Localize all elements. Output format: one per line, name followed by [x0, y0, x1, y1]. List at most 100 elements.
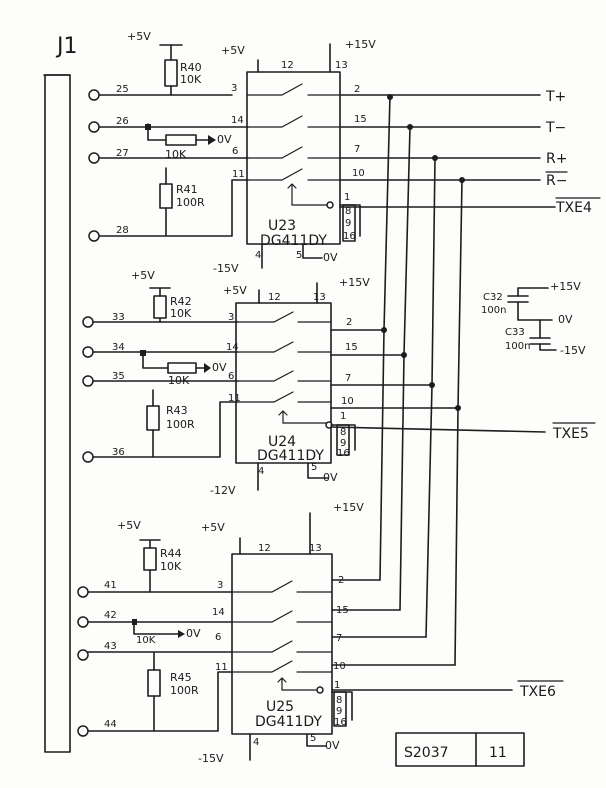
title-block: S2037 11	[395, 732, 525, 767]
chip-pin: 5	[296, 250, 302, 261]
resistor-ref: R42	[170, 295, 192, 308]
j1-pin-label: 26	[116, 116, 129, 127]
chip-pin: 3	[217, 580, 223, 591]
chip-pin: 14	[231, 115, 244, 126]
resistor-value: 10K	[136, 635, 156, 646]
j1-pin-label: 41	[104, 580, 117, 591]
chip-pin: 6	[215, 632, 221, 643]
chip-pin: 3	[231, 83, 237, 94]
resistor-value: 10K	[180, 73, 202, 86]
chip-pin: 12	[258, 543, 271, 554]
chip-pin: 7	[345, 373, 351, 384]
signal-label: R+	[546, 151, 567, 167]
sheet-number: 11	[489, 745, 507, 761]
connector-j1: J1 25 26 27 28 33 34 35 36 41 42 43 44	[43, 34, 129, 753]
resistor-value: 10K	[160, 560, 182, 573]
chip-pin: 11	[215, 662, 228, 673]
supply-label: 0V	[217, 133, 232, 146]
j1-pin-label: 33	[112, 312, 125, 323]
supply-label: +5V	[117, 519, 141, 532]
chip-pin: 10	[333, 661, 346, 672]
supply-label: +15V	[339, 276, 370, 289]
chip-pin: 1	[344, 192, 350, 203]
resistor-ref: R44	[160, 547, 182, 560]
j1-pin-label: 43	[104, 641, 117, 652]
supply-label: +5V	[221, 44, 245, 57]
cap-ref: C32	[483, 292, 503, 303]
supply-label: 0V	[323, 251, 338, 264]
cap-value: 100n	[505, 341, 530, 352]
chip-pin: 2	[346, 317, 352, 328]
signal-label: T+	[545, 89, 566, 105]
chip-pin: 11	[232, 169, 245, 180]
chip-pin: 7	[336, 633, 342, 644]
chip-pin: 14	[212, 607, 225, 618]
chip-pin: 11	[228, 393, 241, 404]
chip-pin: 5	[311, 462, 317, 473]
chip-pin: 10	[352, 168, 365, 179]
supply-label: +5V	[131, 269, 155, 282]
chip-pin: 14	[226, 342, 239, 353]
chip-pin: 15	[345, 342, 358, 353]
chip-ref: U25	[266, 699, 294, 715]
resistor-ref: R40	[180, 61, 202, 74]
resistor-value: 100R	[170, 684, 199, 697]
j1-pin-label: 34	[112, 342, 125, 353]
connector-label: J1	[55, 34, 78, 59]
chip-pin: 9	[345, 218, 351, 229]
chip-pin: 4	[258, 466, 264, 477]
chip-pin: 7	[354, 144, 360, 155]
drawing-number: S2037	[404, 745, 449, 761]
chip-part: DG411DY	[255, 714, 322, 730]
section-u23: +5V R40 10K 0V 10K R41 100R +5V 12 +15V	[98, 30, 556, 275]
resistor-ref: R45	[170, 671, 192, 684]
chip-pin: 4	[253, 737, 259, 748]
supply-label: 0V	[212, 361, 227, 374]
supply-label: 0V	[558, 313, 573, 326]
supply-label: +15V	[345, 38, 376, 51]
chip-pin: 5	[310, 733, 316, 744]
chip-pin: 16	[337, 448, 350, 459]
chip-part: DG411DY	[257, 448, 324, 464]
signal-label: T−	[545, 120, 566, 136]
chip-ref: U23	[268, 218, 296, 234]
chip-pin: 1	[334, 680, 340, 691]
chip-pin: 10	[341, 396, 354, 407]
resistor-ref: R41	[176, 183, 198, 196]
j1-pin-label: 27	[116, 148, 129, 159]
resistor-value: 100R	[176, 196, 205, 209]
chip-pin: 9	[340, 438, 346, 449]
signal-label: R−	[546, 173, 567, 189]
chip-pin: 4	[255, 250, 261, 261]
enable-label: TXE5	[552, 426, 589, 442]
j1-pin-label: 28	[116, 225, 129, 236]
resistor-value: 10K	[165, 148, 187, 161]
chip-pin: 6	[232, 146, 238, 157]
supply-label: -12V	[210, 484, 236, 497]
resistor-ref: R43	[166, 404, 188, 417]
chip-pin: 9	[336, 706, 342, 717]
enable-label: TXE4	[555, 200, 592, 216]
j1-pin-label: 35	[112, 371, 125, 382]
decoupling-caps: +15V C32 100n 0V C33 100n -15V	[481, 280, 586, 357]
chip-ref: U24	[268, 434, 296, 450]
resistor-value: 10K	[170, 307, 192, 320]
supply-label: +5V	[201, 521, 225, 534]
chip-pin: 13	[335, 60, 348, 71]
chip-pin: 8	[345, 206, 351, 217]
supply-label: +5V	[223, 284, 247, 297]
chip-pin: 13	[309, 543, 322, 554]
chip-part: DG411DY	[260, 233, 327, 249]
chip-pin: 8	[340, 427, 346, 438]
supply-label: +15V	[333, 501, 364, 514]
chip-pin: 16	[343, 231, 356, 242]
supply-label: -15V	[213, 262, 239, 275]
chip-pin: 12	[268, 292, 281, 303]
chip-pin: 3	[228, 312, 234, 323]
cap-ref: C33	[505, 327, 525, 338]
chip-pin: 12	[281, 60, 294, 71]
chip-pin: 2	[354, 84, 360, 95]
connector-pins: 25 26 27 28 33 34 35 36 41 42 43 44	[77, 84, 129, 737]
supply-label: +15V	[550, 280, 581, 293]
